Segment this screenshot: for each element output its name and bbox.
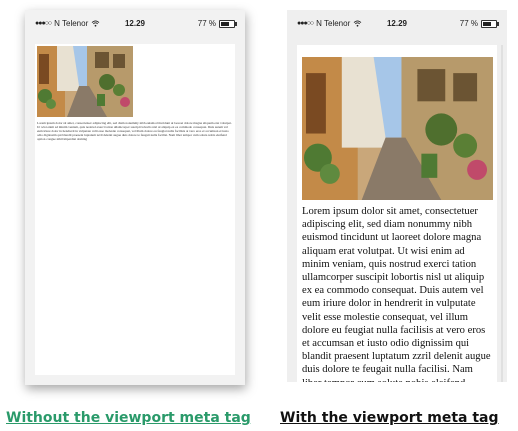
page-viewport[interactable]: Lorem ipsum dolor sit amet, consectetuer… bbox=[35, 44, 235, 375]
battery-icon bbox=[219, 19, 237, 28]
street-photo bbox=[302, 57, 493, 200]
article-text: Lorem ipsum dolor sit amet, consectetuer… bbox=[302, 206, 491, 382]
battery-percent: 77 % bbox=[197, 19, 216, 28]
caption-with-viewport[interactable]: With the viewport meta tag bbox=[280, 410, 499, 426]
battery-icon bbox=[481, 19, 499, 28]
wifi-icon bbox=[353, 20, 362, 27]
street-photo bbox=[37, 46, 133, 117]
wifi-icon bbox=[91, 20, 100, 27]
carrier-label: N Telenor bbox=[316, 19, 351, 28]
caption-without-viewport[interactable]: Without the viewport meta tag bbox=[6, 410, 251, 426]
page-viewport[interactable]: Lorem ipsum dolor sit amet, consectetuer… bbox=[297, 45, 497, 382]
signal-dots-icon: ●●●○○ bbox=[297, 20, 314, 27]
scrollbar[interactable] bbox=[501, 45, 503, 382]
status-time: 12.29 bbox=[386, 19, 408, 28]
carrier-label: N Telenor bbox=[54, 19, 89, 28]
phone-without-viewport: ●●●○○ N Telenor 12.29 77 % bbox=[25, 10, 245, 385]
phone-with-viewport: ●●●○○ N Telenor 12.29 77 % bbox=[287, 10, 507, 382]
article-text-tiny: Lorem ipsum dolor sit amet, consectetuer… bbox=[37, 121, 232, 141]
battery-percent: 77 % bbox=[459, 19, 478, 28]
signal-dots-icon: ●●●○○ bbox=[35, 20, 52, 27]
status-time: 12.29 bbox=[124, 19, 146, 28]
status-bar: ●●●○○ N Telenor 12.29 77 % bbox=[35, 18, 237, 32]
status-bar: ●●●○○ N Telenor 12.29 77 % bbox=[297, 18, 499, 32]
